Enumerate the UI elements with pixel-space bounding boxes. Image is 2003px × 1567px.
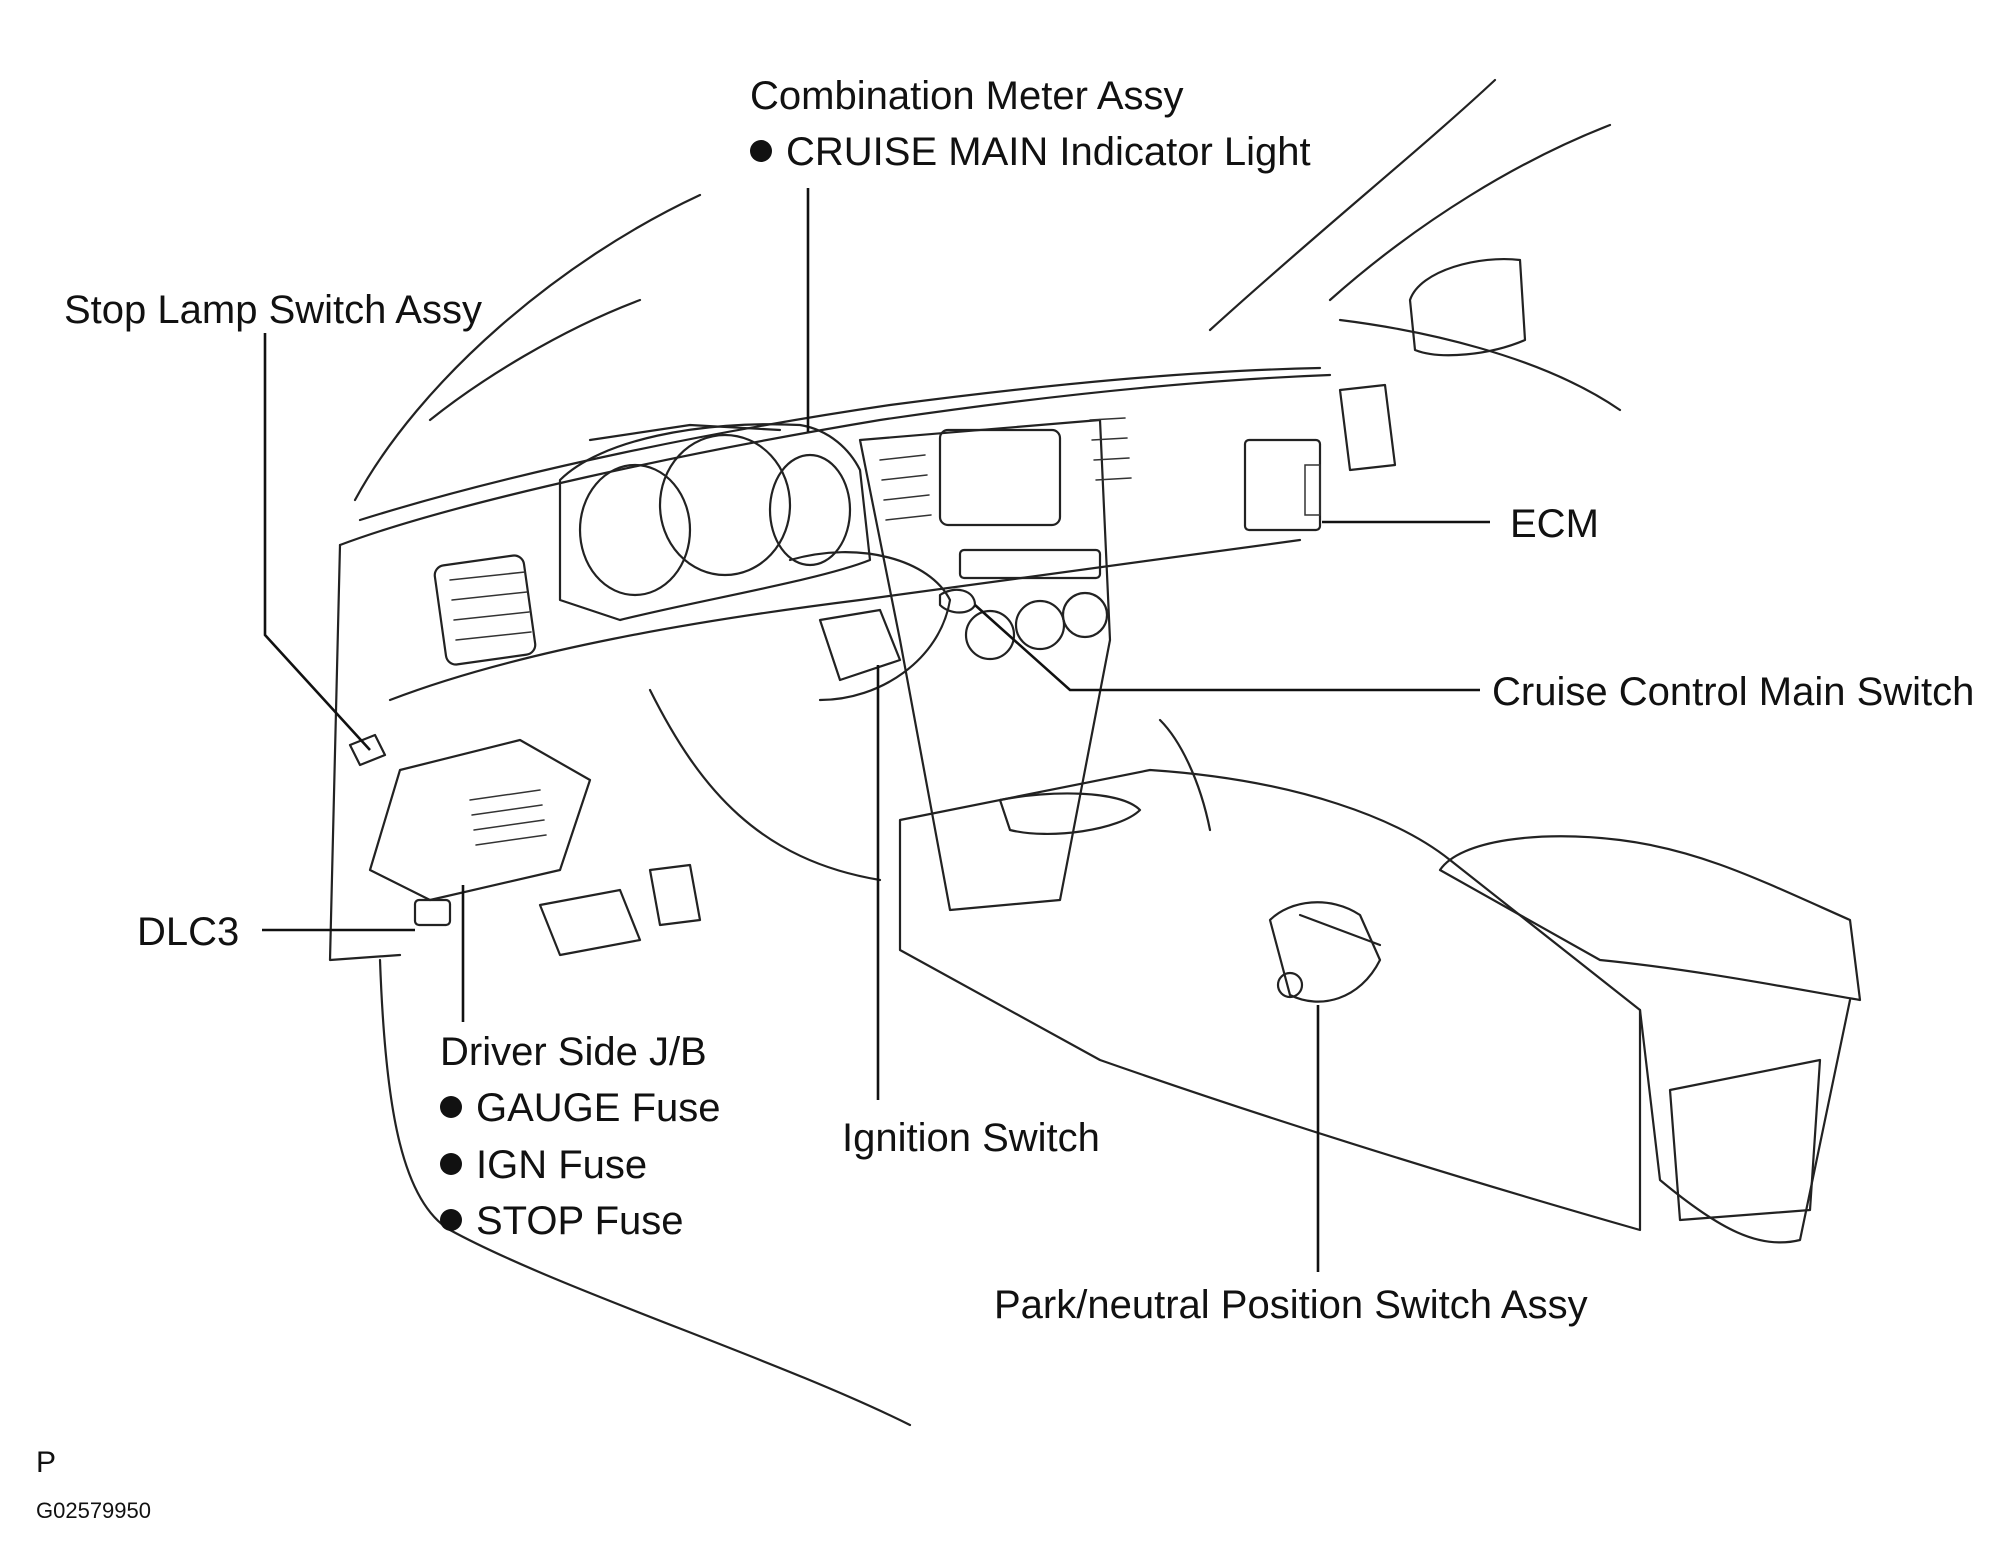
left-kick-panel [378,958,912,1427]
cluster-hood [558,423,872,622]
dash-top-line [338,373,1332,547]
ecm-box [1243,438,1322,532]
center-vent-left [879,454,932,521]
figure-code: G02579950 [36,1498,151,1523]
climate-knob-1 [964,609,1016,661]
door-line [1338,318,1622,412]
center-console [898,768,1642,1232]
shifter [1158,718,1212,832]
pn-switch-knob [1276,971,1304,999]
gauge-fuse-label: GAUGE Fuse [440,1088,721,1128]
combination-meter-label: Combination Meter Assy [750,74,1184,118]
side-mirror [1408,258,1527,357]
armrest [1438,835,1862,1002]
gauge-center [658,433,792,577]
dash-face-lower [388,538,1302,702]
dash-top-line-2 [358,366,1322,522]
junction-block [368,738,592,902]
radio-slot [958,548,1102,580]
center-stack [858,418,1112,912]
a-pillar-outline [353,193,702,502]
left-side-panel [328,543,402,962]
leader-stop-lamp [263,333,371,751]
nav-screen [938,428,1062,527]
console-cupholder [998,792,1142,836]
driver-side-jb-label: Driver Side J/B [440,1030,707,1074]
cruise-control-main-switch-label: Cruise Control Main Switch [1492,670,1975,714]
windshield-edge [428,298,642,422]
cruise-main-indicator-label: CRUISE MAIN Indicator Light [750,132,1311,172]
leader-cruise-switch [974,604,1480,692]
left-vent [433,554,537,666]
steering-column [788,551,952,702]
gauge-right [768,453,852,567]
stop-lamp-switch-body [348,733,387,767]
right-vent [1338,383,1397,472]
gauge-left [578,463,692,597]
pedal-2 [648,863,702,927]
cluster-visor [588,423,782,442]
park-neutral-switch-label: Park/neutral Position Switch Assy [994,1283,1588,1327]
console-rear [1638,998,1852,1244]
climate-knob-3 [1061,591,1109,639]
roof-line-right-2 [1328,123,1612,302]
roof-line-right [1208,78,1497,332]
dlc3-connector [413,898,452,927]
pn-switch-body [1268,901,1382,1003]
ignition-switch-label: Ignition Switch [842,1116,1100,1160]
stop-fuse-label: STOP Fuse [440,1201,684,1241]
console-rear-panel [1668,1058,1822,1222]
ign-fuse-label: IGN Fuse [440,1145,647,1185]
stop-lamp-switch-label: Stop Lamp Switch Assy [64,288,482,332]
ignition-housing [818,608,902,682]
pedal-1 [538,888,642,957]
climate-knob-2 [1014,599,1066,651]
dlc3-label: DLC3 [137,910,240,954]
lower-dash [648,688,882,882]
center-vent-right [1089,417,1132,481]
pn-linkage [1298,913,1382,947]
footer-letter: P [36,1446,57,1479]
ecm-label: ECM [1510,502,1599,546]
